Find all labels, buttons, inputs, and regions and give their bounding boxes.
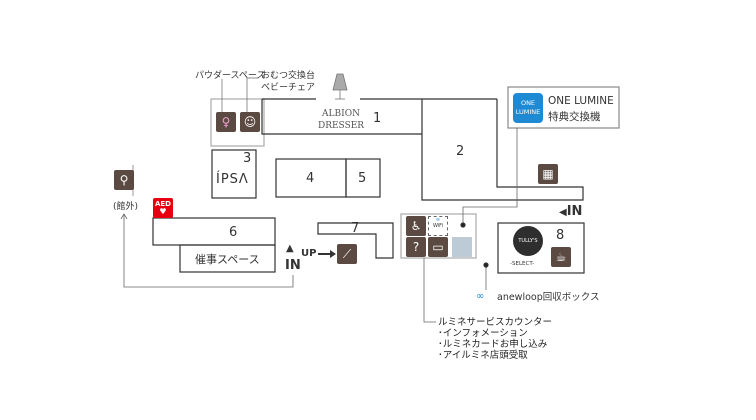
- wifi-icon: ≋WiFi: [428, 216, 448, 236]
- tullys-logo: TULLY'S: [513, 226, 543, 256]
- store-5-outline: [345, 158, 381, 198]
- up-triangle-icon: ▲: [286, 243, 294, 254]
- entrance-in-left: IN: [285, 258, 301, 273]
- one-lumine-logo-2: LUMINE: [515, 108, 541, 116]
- powder-space-label: パウダースペース: [195, 71, 266, 81]
- cafe-icon: ☕: [551, 247, 571, 267]
- diaper-label: おむつ交換台: [261, 71, 316, 81]
- bicycle-icon: ⚲: [114, 170, 134, 190]
- store-6-outline: [152, 217, 276, 246]
- i-lumine-icon: [452, 237, 472, 257]
- store-5-number[interactable]: 5: [358, 171, 367, 186]
- one-lumine-connector: [462, 128, 518, 225]
- anewloop-icon: ∞: [476, 291, 485, 302]
- route-arrowhead: [120, 213, 128, 220]
- albion-dresser-logo: ALBION DRESSER: [318, 108, 364, 132]
- ipsa-logo: ÍPSΛ: [216, 172, 249, 187]
- store-7-number[interactable]: 7: [351, 221, 360, 236]
- entrance-in-right: ◀IN: [559, 204, 582, 219]
- one-lumine-title: ONE LUMINE: [548, 95, 614, 107]
- service-counter-title: ルミネサービスカウンター: [438, 317, 553, 328]
- store-7-outline: [317, 222, 394, 259]
- service-counter-outline: [400, 213, 477, 259]
- store-3-number[interactable]: 3: [243, 151, 252, 166]
- left-triangle-icon: ◀: [559, 207, 567, 218]
- store-1-number[interactable]: 1: [373, 111, 382, 126]
- store-2-number[interactable]: 2: [456, 144, 465, 159]
- one-lumine-outline: [507, 86, 620, 129]
- anewloop-dot: [483, 262, 489, 268]
- tullys-select: -SELECT-: [510, 261, 535, 267]
- lamp-icon: [332, 73, 348, 100]
- store-8-outline: [497, 222, 585, 274]
- store-6-number[interactable]: 6: [229, 225, 238, 240]
- card-icon: ▭: [428, 237, 448, 257]
- route-to-bike: [123, 215, 294, 288]
- service-item: ･ルミネカードお申し込み: [438, 339, 548, 350]
- aed-icon: AED♥: [153, 198, 173, 218]
- store-8-number[interactable]: 8: [556, 228, 565, 243]
- one-lumine-subtitle: 特典交換機: [548, 111, 601, 123]
- escalator-icon: ⟋: [337, 244, 357, 264]
- one-lumine-logo-1: ONE: [520, 99, 536, 107]
- service-connector: [423, 258, 436, 323]
- service-item: ･アイルミネ店頭受取: [438, 350, 528, 361]
- help-icon: ?: [406, 237, 426, 257]
- event-space-label: 催事スペース: [195, 253, 260, 266]
- store-3-outline: [211, 149, 257, 199]
- dresser-text: DRESSER: [318, 121, 365, 131]
- one-lumine-logo: ONE LUMINE: [513, 93, 543, 123]
- in-right-label: IN: [566, 204, 583, 219]
- store-1-outline: [261, 99, 422, 135]
- diaper-connector: [246, 77, 258, 112]
- service-item: ･インフォメーション: [438, 328, 528, 339]
- baby-chair-label: ベビーチェア: [261, 83, 316, 93]
- powder-room-icon: ♀: [216, 112, 236, 132]
- baby-care-icon: ☺: [240, 112, 260, 132]
- store-4-number[interactable]: 4: [306, 171, 315, 186]
- locker-icon: ▦: [538, 164, 558, 184]
- up-arrow-head: [330, 250, 336, 258]
- up-label: UP: [301, 248, 317, 259]
- event-space-outline: [179, 244, 276, 273]
- powder-room-outline: [210, 98, 265, 147]
- connector-dot: [460, 222, 466, 228]
- albion-text: ALBION: [322, 109, 360, 119]
- anewloop-label: anewloop回収ボックス: [497, 292, 600, 303]
- outside-label: (館外): [113, 202, 139, 212]
- store-2-outline: [421, 99, 584, 201]
- stroller-icon: ♿: [406, 216, 426, 236]
